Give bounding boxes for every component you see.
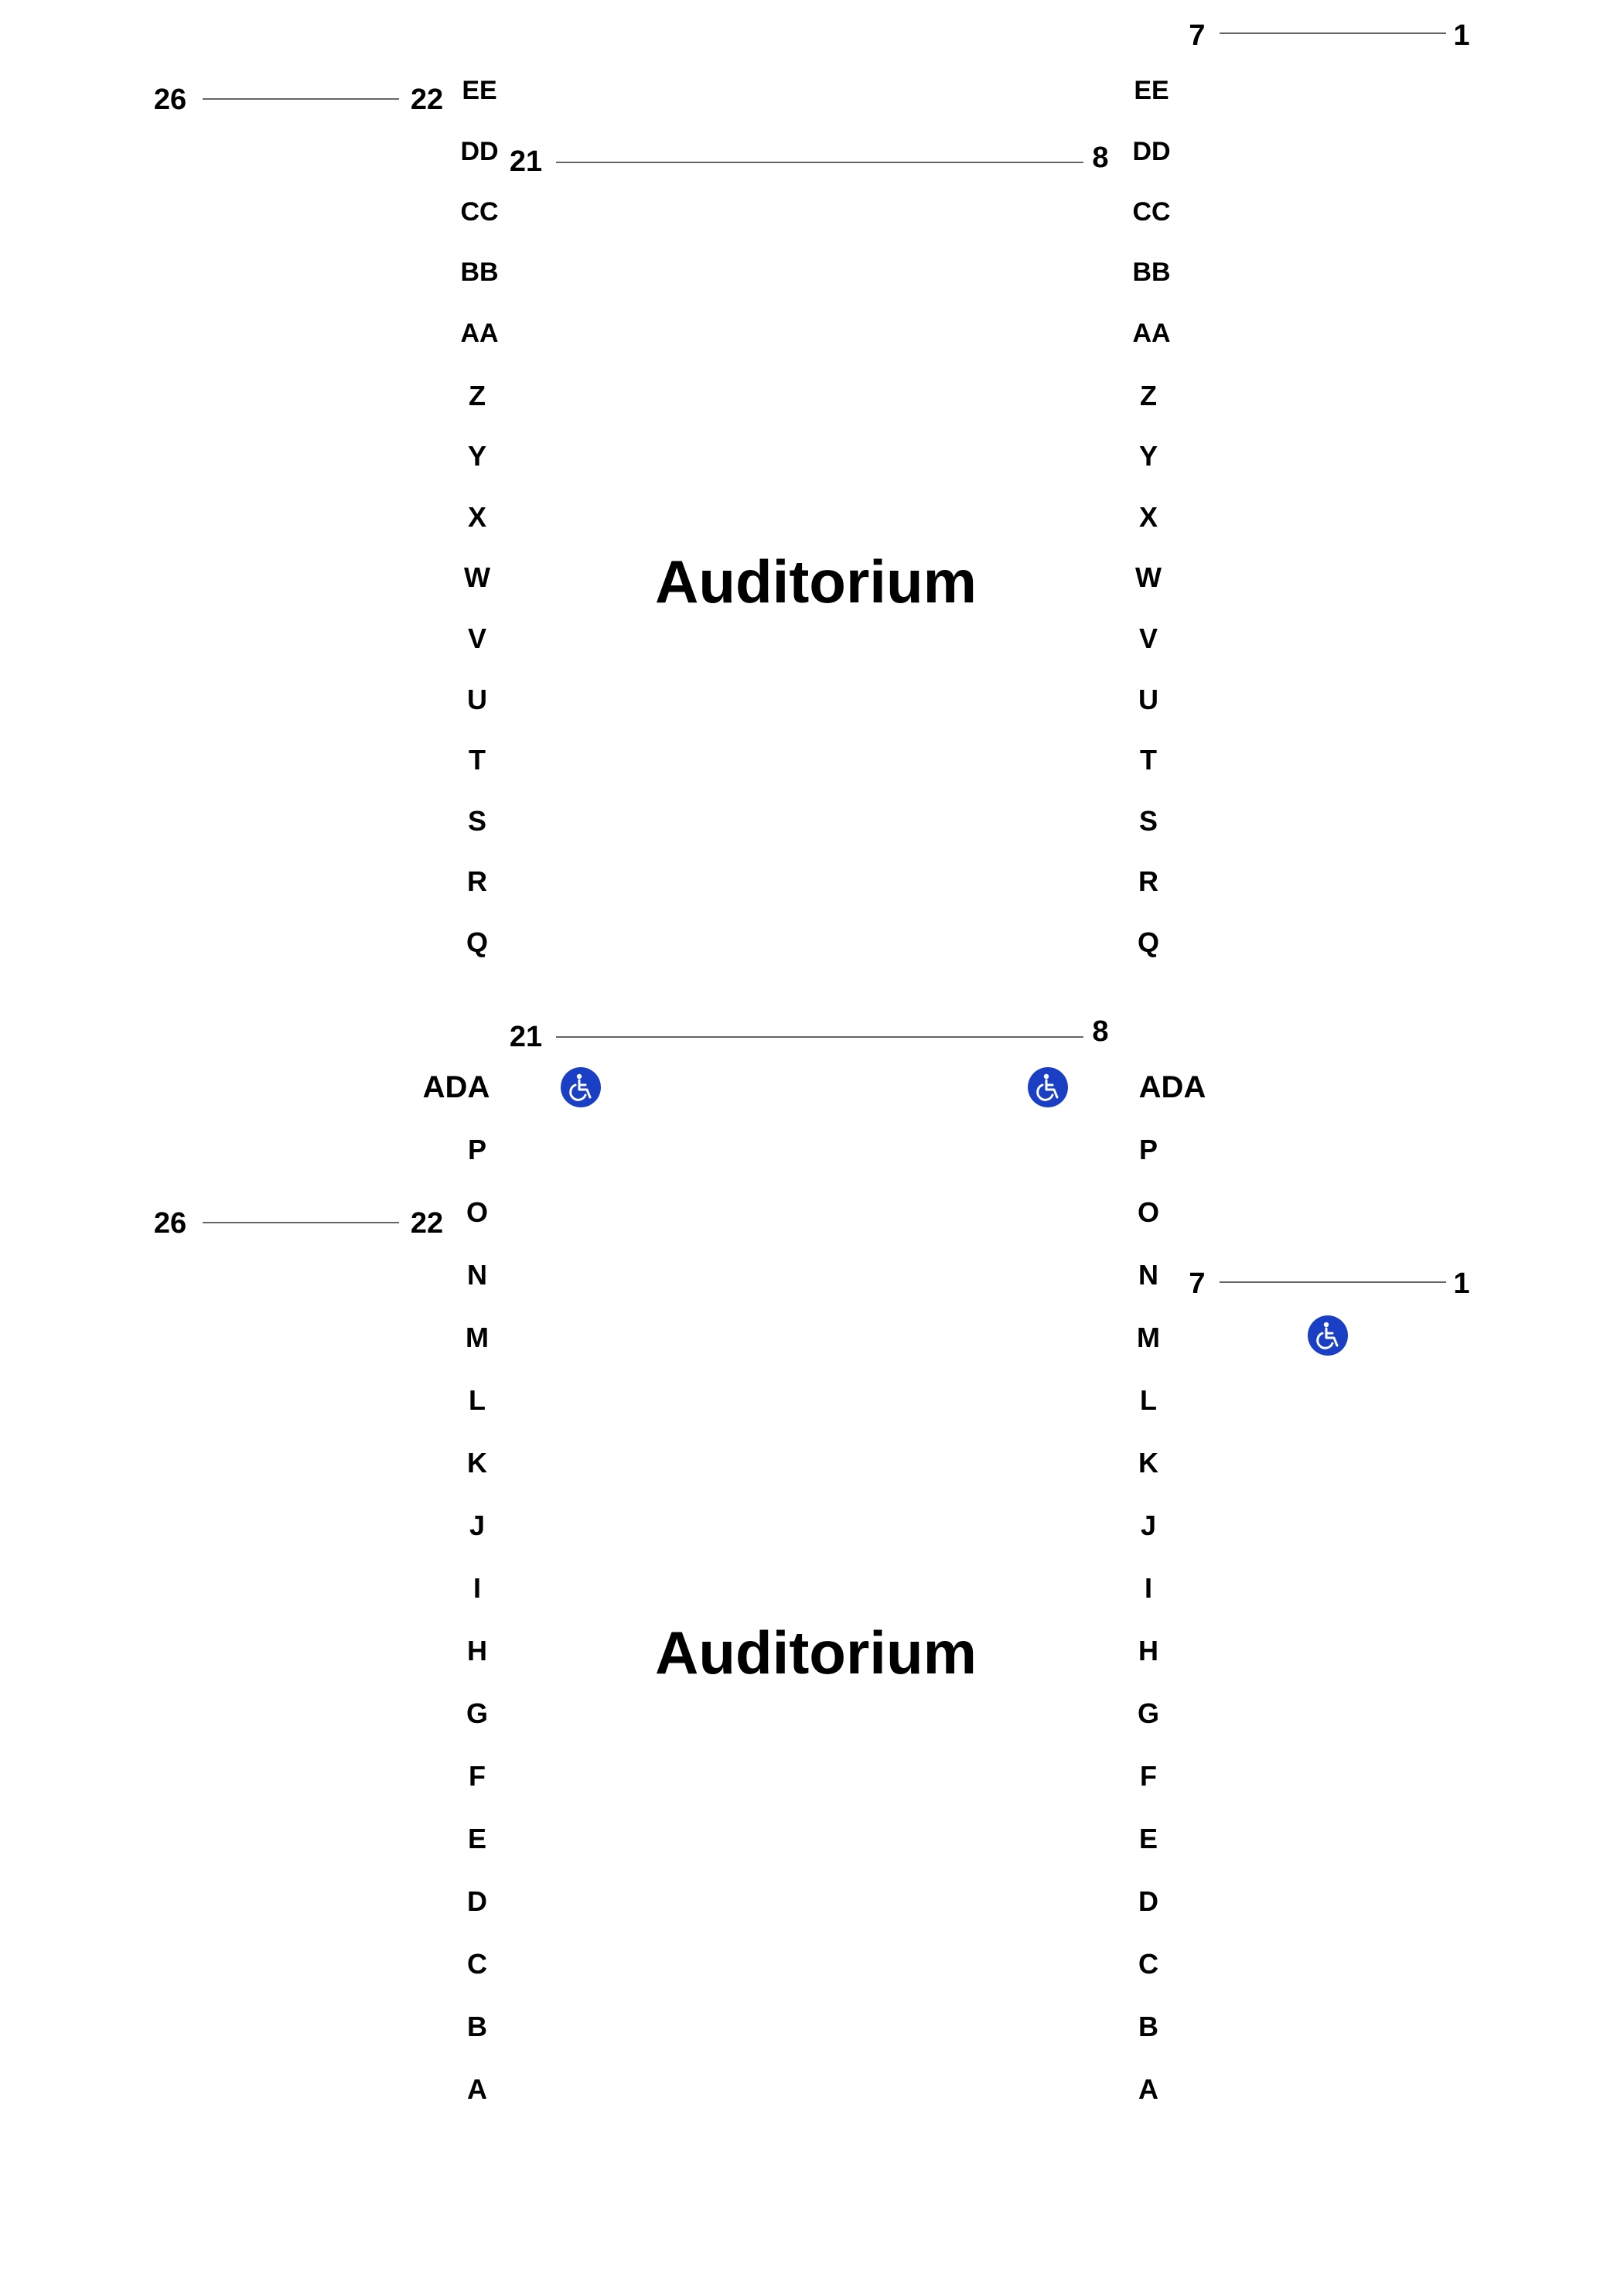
seat-range-end: 8 [1092, 142, 1109, 174]
seat-range-line [203, 1222, 399, 1223]
row-label: N [467, 1259, 487, 1291]
seat-range-start: 21 [509, 1021, 543, 1053]
row-label: Z [469, 380, 486, 411]
row-label: DD [460, 137, 499, 166]
row-label: J [469, 1510, 486, 1541]
row-label: S [1138, 805, 1158, 837]
row-label: F [469, 1760, 486, 1792]
wheelchair-icon [1027, 1066, 1069, 1108]
row-label: I [473, 1572, 482, 1604]
row-label: O [1137, 1196, 1160, 1228]
row-label: S [467, 805, 487, 837]
row-label: Q [466, 926, 489, 958]
row-label: AA [1132, 319, 1171, 348]
row-label: U [1138, 684, 1158, 715]
row-label: T [469, 744, 486, 776]
row-label: DD [1132, 137, 1171, 166]
row-label: K [467, 1447, 487, 1479]
row-label: A [1138, 2073, 1158, 2105]
row-label: G [1137, 1697, 1160, 1729]
row-label: M [1137, 1322, 1160, 1353]
row-label: T [1140, 744, 1157, 776]
row-label: EE [462, 76, 497, 105]
row-label: W [1135, 561, 1162, 593]
row-label: V [467, 623, 487, 654]
row-label: C [467, 1948, 487, 1980]
seat-range-line [203, 98, 399, 100]
row-label: N [1138, 1259, 1158, 1291]
row-label: X [467, 501, 487, 533]
wheelchair-icon [560, 1066, 602, 1108]
row-label: E [1138, 1823, 1158, 1854]
section-title-lower: Auditorium [655, 1619, 977, 1687]
row-label: W [464, 561, 490, 593]
row-label: X [1138, 501, 1158, 533]
row-label: O [466, 1196, 489, 1228]
row-label: Z [1140, 380, 1157, 411]
section-title-upper: Auditorium [655, 548, 977, 616]
row-label: I [1144, 1572, 1153, 1604]
row-label: CC [1132, 197, 1171, 227]
row-label: U [467, 684, 487, 715]
seat-range-end: 1 [1453, 19, 1470, 52]
row-label: Y [467, 440, 487, 472]
row-label: BB [460, 258, 499, 287]
row-label: B [1138, 2011, 1158, 2042]
seat-range-end: 1 [1453, 1267, 1470, 1300]
seat-range-end: 22 [410, 1207, 444, 1240]
seat-range-start: 26 [153, 84, 187, 116]
seat-range-line [556, 1036, 1083, 1038]
row-label: J [1140, 1510, 1157, 1541]
row-label: E [467, 1823, 487, 1854]
row-label: CC [460, 197, 499, 227]
row-label: R [467, 865, 487, 897]
row-label: EE [1134, 76, 1169, 105]
row-label: C [1138, 1948, 1158, 1980]
row-label: L [1140, 1384, 1157, 1416]
row-label: R [1138, 865, 1158, 897]
row-label: D [1138, 1885, 1158, 1917]
row-label-ada: ADA [422, 1070, 490, 1104]
row-label: F [1140, 1760, 1157, 1792]
row-label: P [467, 1134, 487, 1165]
seat-range-line [1220, 1281, 1446, 1283]
wheelchair-icon [1307, 1315, 1349, 1356]
seat-range-end: 8 [1092, 1015, 1109, 1048]
row-label: AA [460, 319, 499, 348]
seat-range-line [1220, 32, 1446, 34]
row-label: BB [1132, 258, 1171, 287]
row-label: H [467, 1635, 487, 1666]
row-label: G [466, 1697, 489, 1729]
seat-range-start: 26 [153, 1207, 187, 1240]
row-label: B [467, 2011, 487, 2042]
row-label-ada: ADA [1138, 1070, 1206, 1104]
row-label: K [1138, 1447, 1158, 1479]
row-label: Q [1137, 926, 1160, 958]
row-label: Y [1138, 440, 1158, 472]
row-label: V [1138, 623, 1158, 654]
seat-range-line [556, 162, 1083, 163]
row-label: H [1138, 1635, 1158, 1666]
seat-range-start: 21 [509, 145, 543, 178]
row-label: D [467, 1885, 487, 1917]
seat-range-start: 7 [1189, 1267, 1206, 1300]
row-label: P [1138, 1134, 1158, 1165]
row-label: A [467, 2073, 487, 2105]
row-label: M [466, 1322, 489, 1353]
seat-range-start: 7 [1189, 19, 1206, 52]
row-label: L [469, 1384, 486, 1416]
seat-range-end: 22 [410, 84, 444, 116]
